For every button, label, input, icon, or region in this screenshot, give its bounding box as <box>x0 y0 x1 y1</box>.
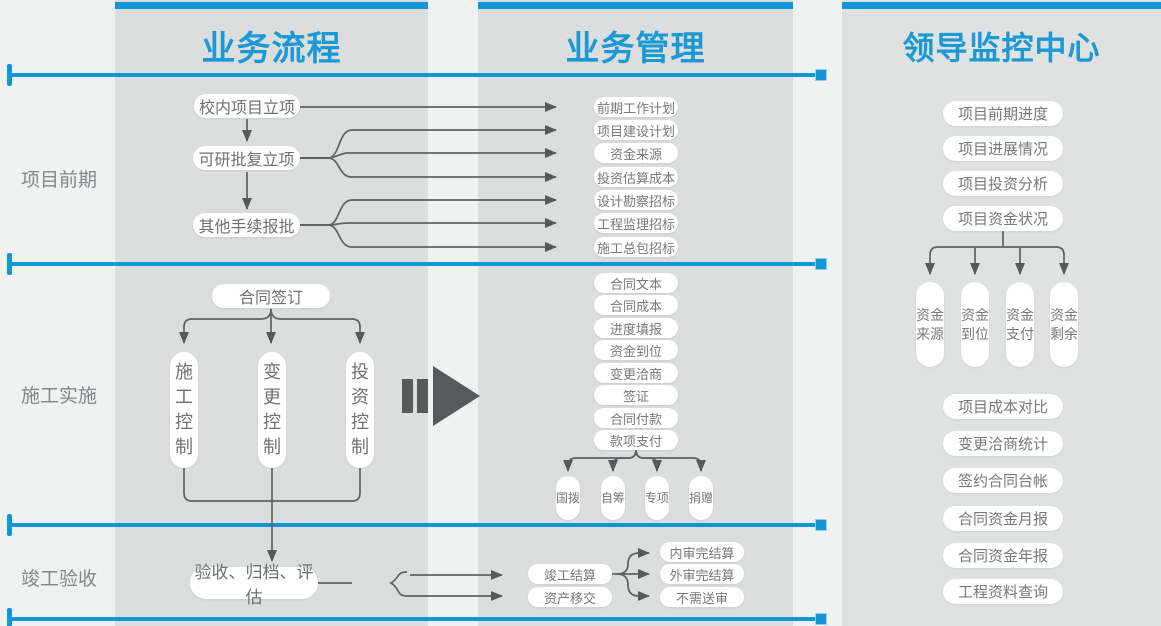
fund-node: 国拨 <box>556 476 580 520</box>
section-divider-line <box>8 262 817 266</box>
mgmt-node: 合同付款 <box>594 408 678 428</box>
fund-node: 自筹 <box>601 476 625 520</box>
divider-left-tick <box>7 64 12 86</box>
node-acceptance-archive-eval: 验收、归档、评估 <box>190 563 318 607</box>
section-divider-line <box>8 523 817 527</box>
mgmt-node: 工程监理招标 <box>594 213 678 233</box>
monitor-fund-node: 资金剩余 <box>1050 282 1078 367</box>
column-title-business-process: 业务流程 <box>201 30 342 68</box>
fund-node: 专项 <box>645 476 669 520</box>
section-divider-line <box>8 73 817 77</box>
mgmt-node: 资金来源 <box>594 143 678 163</box>
node-contract-signing: 合同签订 <box>212 284 330 308</box>
row-label-project-pre: 项目前期 <box>20 170 97 191</box>
monitor-node: 项目前期进度 <box>943 101 1063 126</box>
monitor-node: 项目资金状况 <box>943 206 1063 231</box>
fund-node: 捐赠 <box>689 476 713 520</box>
column-header-bar <box>842 2 1161 9</box>
divider-left-tick <box>7 253 12 275</box>
monitor-report-node: 工程资料查询 <box>943 579 1063 604</box>
mgmt-node: 资产移交 <box>528 587 612 607</box>
mgmt-node: 款项支付 <box>594 430 678 450</box>
node-construction-control: 施工控制 <box>170 352 198 468</box>
mgmt-node: 项目建设计划 <box>594 120 678 140</box>
divider-left-tick <box>7 608 12 626</box>
section-divider-line <box>8 617 817 621</box>
mgmt-node: 签证 <box>594 385 678 405</box>
mgmt-node: 施工总包招标 <box>594 237 678 257</box>
monitor-report-node: 签约合同台帐 <box>943 468 1063 493</box>
divider-left-tick <box>7 514 12 536</box>
monitor-fund-node: 资金支付 <box>1006 282 1034 367</box>
node-campus-project-approval: 校内项目立项 <box>194 94 300 118</box>
monitor-report-node: 合同资金年报 <box>943 543 1063 568</box>
column-header-bar <box>115 2 428 9</box>
monitor-report-node: 合同资金月报 <box>943 506 1063 531</box>
monitor-node: 项目投资分析 <box>943 171 1063 196</box>
mgmt-node: 合同文本 <box>594 273 678 293</box>
monitor-node: 项目进展情况 <box>943 136 1063 161</box>
column-header-bar <box>478 2 793 9</box>
row-label-completion: 竣工验收 <box>20 569 97 590</box>
mgmt-node: 投资估算成本 <box>594 167 678 187</box>
row-label-construction: 施工实施 <box>20 386 97 407</box>
audit-node: 内审完结算 <box>660 542 744 562</box>
audit-node: 外审完结算 <box>660 564 744 584</box>
divider-right-endpoint <box>816 614 826 624</box>
monitor-fund-node: 资金来源 <box>916 282 944 367</box>
audit-node: 不需送审 <box>660 587 744 607</box>
mgmt-node: 设计勘察招标 <box>594 190 678 210</box>
column-title-business-mgmt: 业务管理 <box>565 30 706 68</box>
monitor-fund-node: 资金到位 <box>961 282 989 367</box>
divider-right-endpoint <box>816 520 826 530</box>
mgmt-node: 合同成本 <box>594 295 678 315</box>
divider-right-endpoint <box>816 259 826 269</box>
divider-right-endpoint <box>816 70 826 80</box>
node-investment-control: 投资控制 <box>346 352 374 468</box>
mgmt-node: 资金到位 <box>594 340 678 360</box>
mgmt-node: 进度填报 <box>594 318 678 338</box>
node-other-procedures: 其他手续报批 <box>193 213 300 237</box>
mgmt-node: 竣工结算 <box>528 564 612 584</box>
mgmt-node: 变更洽商 <box>594 363 678 383</box>
fast-forward-arrow-icon <box>402 366 480 426</box>
column-title-monitor-center: 领导监控中心 <box>902 30 1101 66</box>
monitor-report-node: 项目成本对比 <box>943 394 1063 419</box>
mgmt-node: 前期工作计划 <box>594 97 678 117</box>
node-feasibility-approval: 可研批复立项 <box>193 146 300 170</box>
monitor-report-node: 变更洽商统计 <box>943 431 1063 456</box>
node-change-control: 变更控制 <box>258 352 286 468</box>
